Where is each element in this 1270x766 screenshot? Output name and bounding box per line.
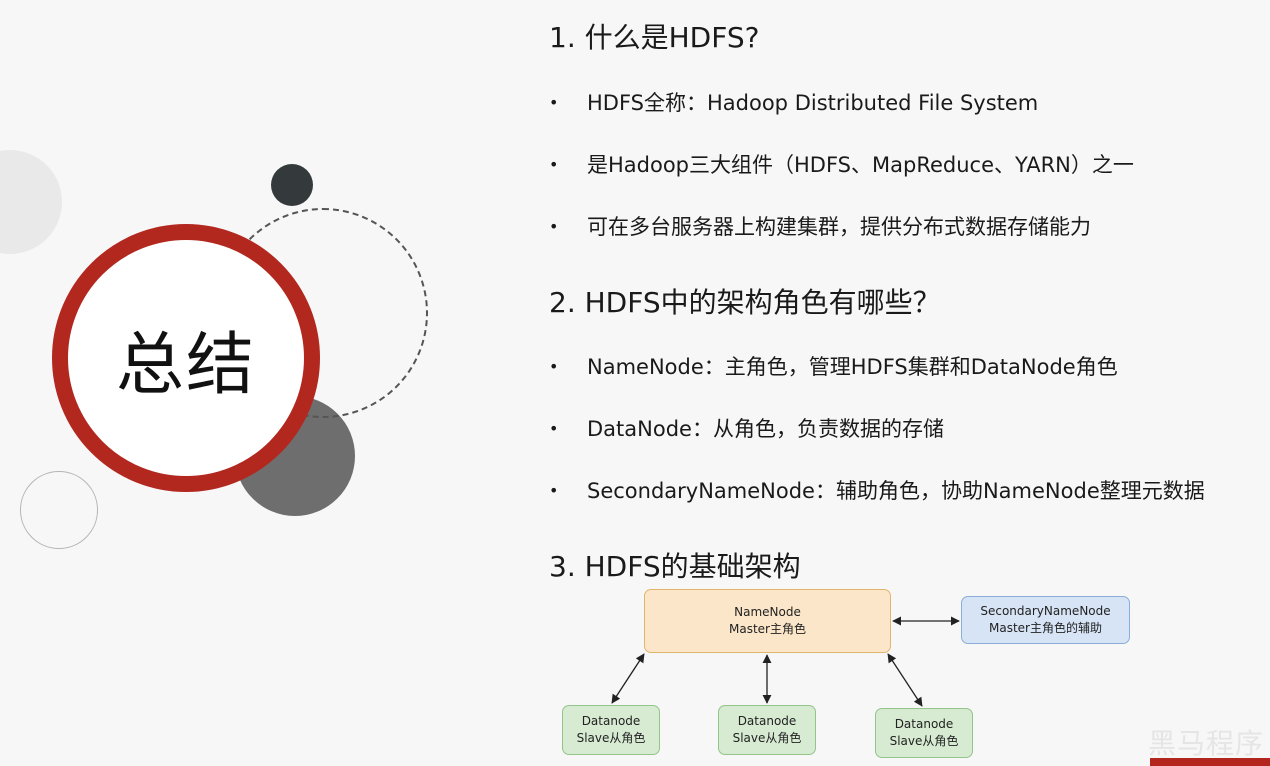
datanode-box: Datanode Slave从角色 bbox=[875, 708, 973, 758]
watermark-logo: 黑马程序 bbox=[1148, 727, 1265, 760]
architecture-diagram bbox=[611, 616, 960, 707]
bullet-icon: • bbox=[549, 155, 559, 174]
bullet-icon: • bbox=[549, 481, 559, 500]
bullet-icon: • bbox=[549, 357, 559, 376]
summary-title: 总结 bbox=[115, 325, 256, 405]
corner-accent bbox=[1150, 758, 1270, 766]
bullet-item: •可在多台服务器上构建集群，提供分布式数据存储能力 bbox=[549, 215, 1091, 239]
datanode-box: Datanode Slave从角色 bbox=[562, 705, 660, 755]
arrow-namenode-datanode-1 bbox=[611, 653, 645, 704]
decor-circle-outline bbox=[20, 471, 98, 549]
section-heading-2: 2. HDFS中的架构角色有哪些？ bbox=[549, 286, 941, 319]
secondary-namenode-box: SecondaryNameNode Master主角色的辅助 bbox=[961, 596, 1130, 644]
bullet-item: •是Hadoop三大组件（HDFS、MapReduce、YARN）之一 bbox=[549, 153, 1134, 177]
section-2-bullets: •NameNode：主角色，管理HDFS集群和DataNode角色 •DataN… bbox=[549, 353, 1269, 539]
bullet-item: •NameNode：主角色，管理HDFS集群和DataNode角色 bbox=[549, 355, 1118, 379]
decor-circle-light bbox=[0, 150, 62, 254]
bullet-icon: • bbox=[549, 419, 559, 438]
bullet-item: •HDFS全称：Hadoop Distributed File System bbox=[549, 91, 1039, 115]
summary-circle: 总结 bbox=[52, 224, 320, 492]
decor-circle-dark bbox=[271, 164, 313, 206]
namenode-box: NameNode Master主角色 bbox=[644, 589, 891, 653]
section-1-bullets: •HDFS全称：Hadoop Distributed File System •… bbox=[549, 89, 1269, 275]
bullet-icon: • bbox=[549, 217, 559, 236]
section-heading-1: 1. 什么是HDFS? bbox=[549, 21, 760, 54]
bullet-icon: • bbox=[549, 93, 559, 112]
arrow-namenode-datanode-3 bbox=[887, 653, 923, 707]
bullet-item: •DataNode：从角色，负责数据的存储 bbox=[549, 417, 944, 441]
section-heading-3: 3. HDFS的基础架构 bbox=[549, 550, 801, 583]
bullet-item: •SecondaryNameNode：辅助角色，协助NameNode整理元数据 bbox=[549, 479, 1205, 503]
datanode-box: Datanode Slave从角色 bbox=[718, 705, 816, 755]
